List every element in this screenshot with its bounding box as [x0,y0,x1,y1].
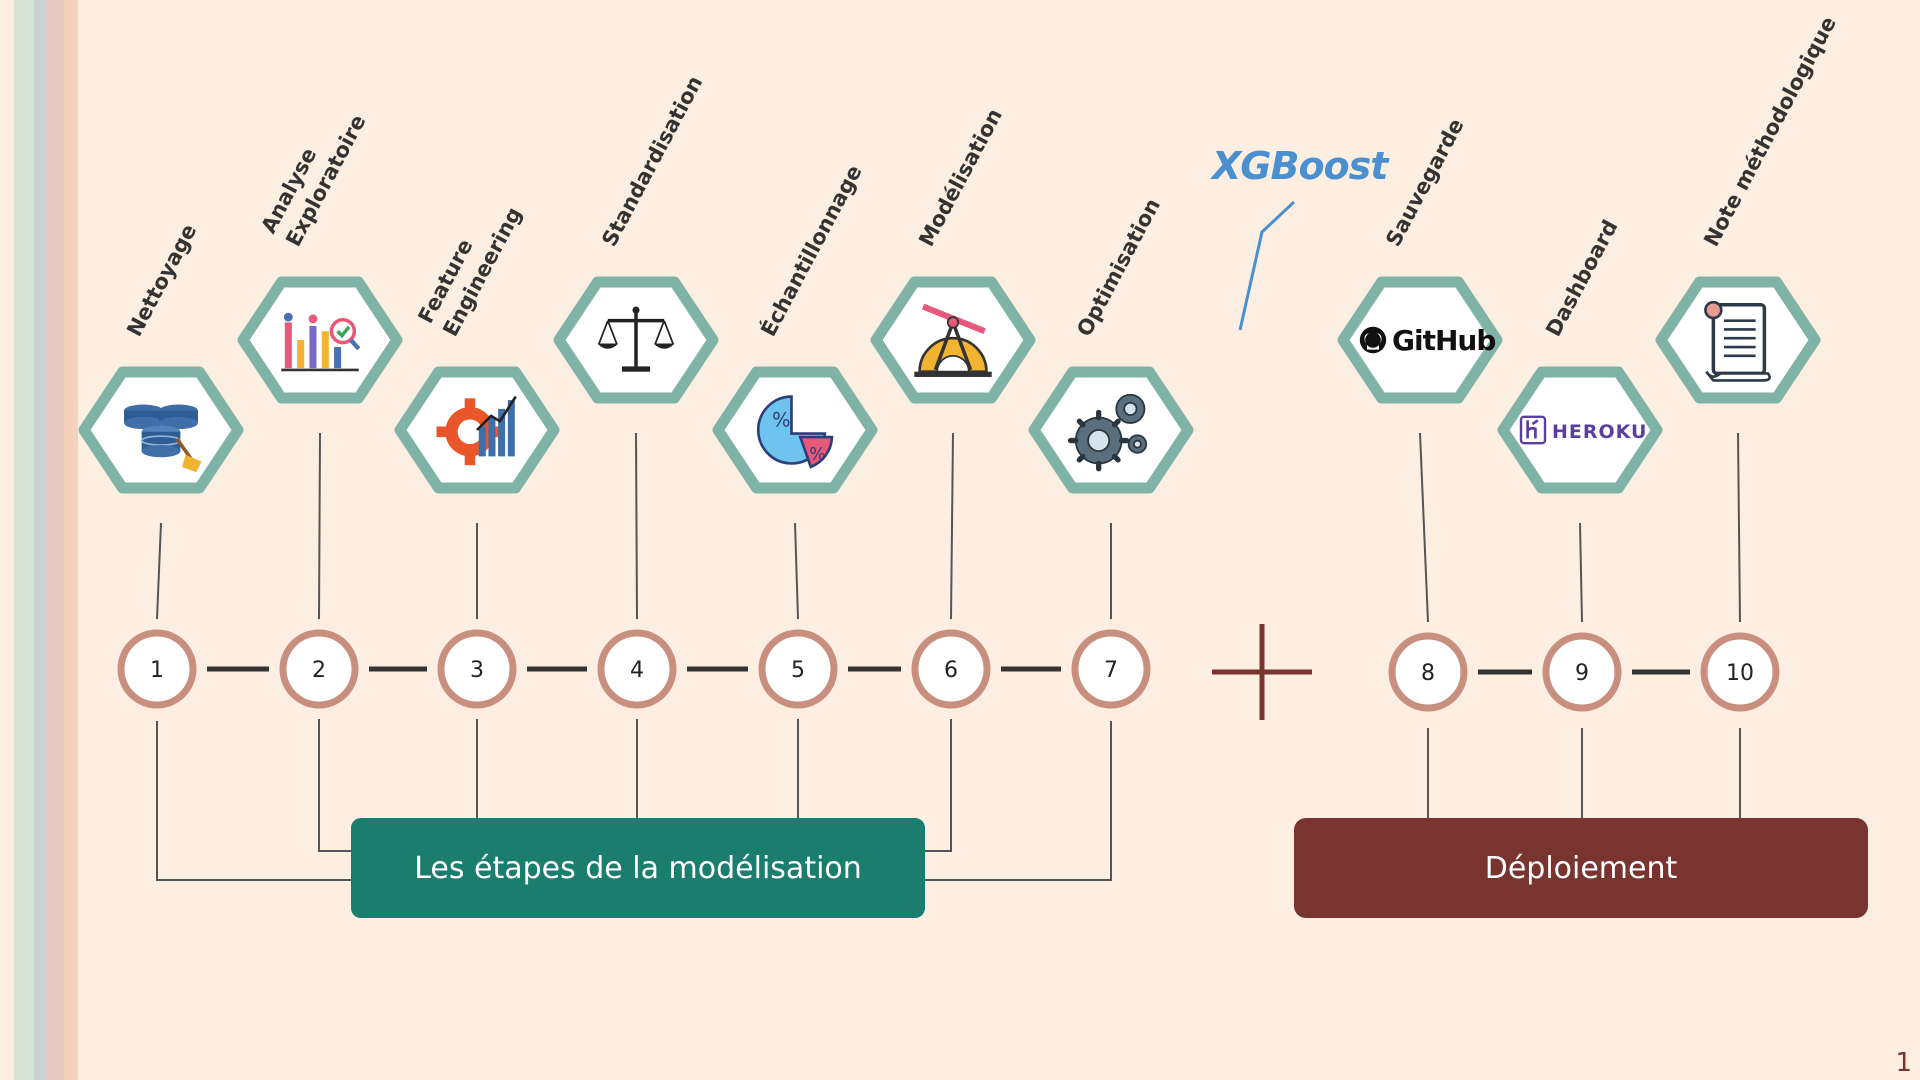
step-number: 2 [312,658,326,683]
step-number-circle [117,629,197,709]
step-label: Nettoyage [122,220,201,340]
hex-to-circle-line [156,522,162,620]
github-logo-icon [1359,326,1387,354]
bracket-line [156,721,351,881]
left-stripe-green [14,0,34,1080]
step-label: Note méthodologique [1699,12,1841,250]
step-number-circle [597,629,677,709]
xgboost-label: XGBoost [1210,144,1390,188]
step-number-circle [911,629,991,709]
step-number: 4 [630,658,644,683]
step-number-circle [758,629,838,709]
step-number: 1 [150,658,164,683]
bracket-line [925,719,952,852]
step-number: 3 [470,658,484,683]
step-number-circle [1071,629,1151,709]
step-label: AnalyseExploratoire [257,98,371,251]
step-number: 9 [1575,661,1589,686]
hex-to-circle-line [1419,432,1429,623]
bracket-line [925,721,1112,881]
step-label: Sauvegarde [1381,115,1468,251]
step-label: Modélisation [914,105,1007,251]
step-hexagon [237,276,403,404]
deploiement-box: Déploiement [1294,818,1868,918]
hex-to-circle-line [635,432,638,620]
step-number: 7 [1104,658,1118,683]
connector-lines [156,432,1741,881]
hex-to-circle-line [950,432,954,620]
deploiement-title: Déploiement [1485,851,1678,886]
hex-to-circle-line [318,432,321,620]
bracket-line [318,719,351,852]
xgboost-pointer-line [1238,200,1296,331]
heroku-logo-text: HEROKU [1552,421,1647,443]
step-hexagon [712,366,878,494]
step-number-circle [1388,632,1468,712]
left-stripe-peach [64,0,78,1080]
modelisation-box: Les étapes de la modélisation [351,818,925,918]
step-label: Dashboard [1541,216,1622,340]
step-number-circle [1700,632,1780,712]
hex-to-circle-line [794,522,799,620]
step-number-circle [437,629,517,709]
hex-to-circle-line [1579,522,1583,623]
step-label: FeatureEngineering [414,190,527,340]
step-label: Échantillonnage [755,161,866,341]
page-number: 1 [1895,1048,1912,1078]
scroll-document-icon [1703,300,1772,383]
step-number: 8 [1421,661,1435,686]
left-stripe-blue [34,0,46,1080]
plus-sign [1212,624,1312,720]
step-hexagon [1337,276,1503,404]
modelisation-title: Les étapes de la modélisation [414,851,862,886]
step-label: Optimisation [1072,194,1165,340]
step-hexagon [1497,366,1663,494]
left-stripe-pink [46,0,64,1080]
github-logo-text: GitHub [1392,324,1495,357]
step-number-circle [279,629,359,709]
step-number: 6 [944,658,958,683]
step-label: Standardisation [597,72,707,250]
step-number-circle [1542,632,1622,712]
step-number-circles: 1 2 3 4 5 6 7 8 9 10 [117,629,1780,712]
hex-to-circle-line [1737,432,1741,623]
step-number: 10 [1726,661,1754,686]
step-number: 5 [791,658,805,683]
